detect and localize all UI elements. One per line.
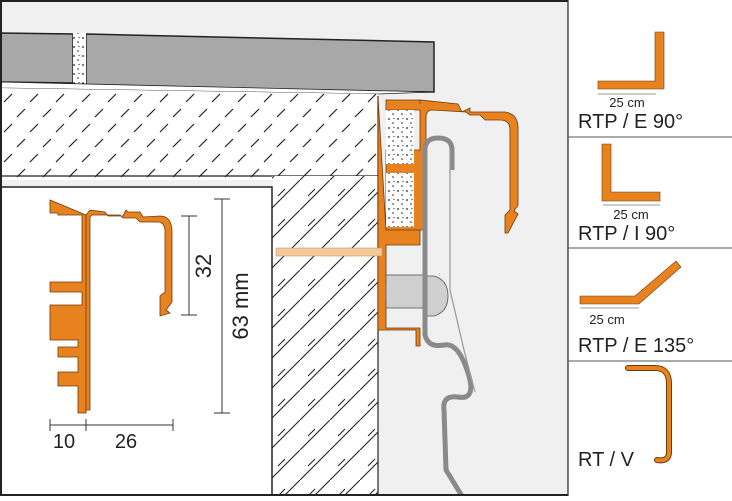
- installed-profile: [377, 96, 519, 347]
- legend-item-rt-v: RT / V: [578, 365, 672, 471]
- legend-item-rtp-i-90: 25 cm RTP / I 90°: [578, 143, 675, 245]
- screw-head: [423, 275, 449, 317]
- tile-layer: [0, 32, 435, 95]
- internal-corner-90-icon: [601, 143, 661, 202]
- foam-insert-bottom: [386, 173, 414, 227]
- dim-label-lip-height: 32: [191, 254, 216, 278]
- legend-label: RT / V: [578, 449, 635, 471]
- external-corner-135-icon: [579, 260, 682, 305]
- concrete-slab: [272, 96, 379, 496]
- legend-dimension: 25 cm: [609, 95, 644, 110]
- profile-section-enlarged: [49, 199, 173, 414]
- gutter-clip-inner: [449, 150, 476, 393]
- legend-item-rtp-e-90: 25 cm RTP / E 90°: [578, 31, 683, 133]
- dimension-lines: [49, 198, 230, 431]
- legend-dimension: 25 cm: [613, 207, 648, 222]
- legend-column: 25 cm RTP / E 90° 25 cm RTP / I 90° 25 c…: [567, 0, 732, 496]
- legend-dimension: 25 cm: [589, 312, 624, 327]
- gutter-clip: [422, 135, 474, 498]
- foam-insert-top: [386, 110, 414, 164]
- external-corner-90-icon: [597, 31, 665, 90]
- legend-item-rtp-e-135: 25 cm RTP / E 135°: [578, 260, 694, 357]
- detail-panel: 63 mm 32 10 26: [0, 186, 273, 497]
- dim-label-total-height: 63 mm: [228, 272, 253, 339]
- legend-label: RTP / E 90°: [578, 111, 683, 133]
- legend-label: RTP / I 90°: [578, 223, 675, 245]
- legend-label: RTP / E 135°: [578, 335, 694, 357]
- dim-label-width-right: 26: [115, 431, 137, 453]
- dowel: [275, 247, 383, 257]
- screed-layer: [0, 88, 378, 180]
- screw-shaft: [385, 274, 425, 309]
- dim-label-width-left: 10: [53, 431, 75, 453]
- end-cap-icon: [626, 366, 671, 463]
